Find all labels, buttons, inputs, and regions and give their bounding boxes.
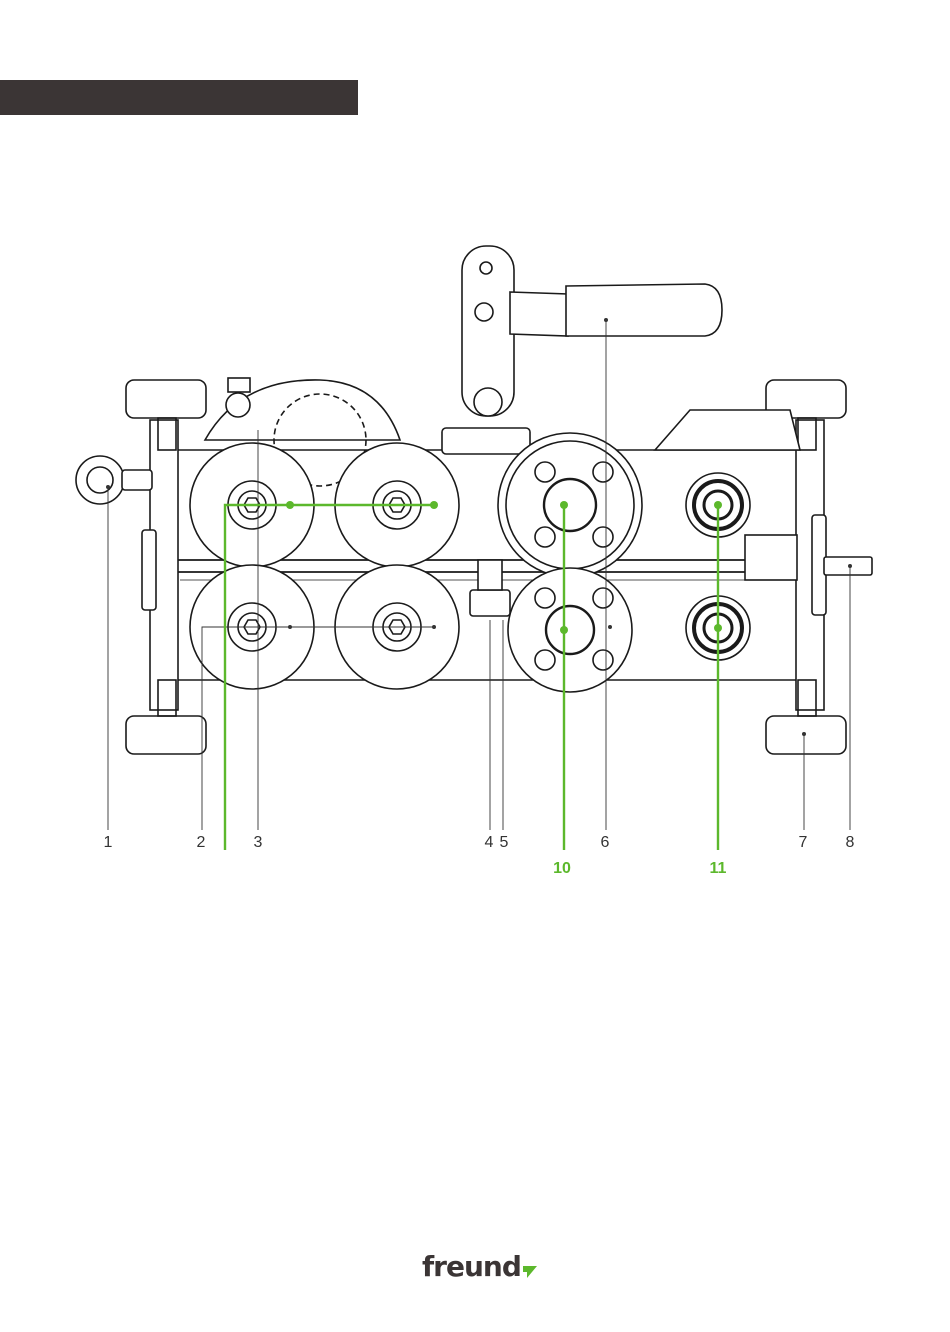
callout-5: 5 <box>500 834 509 852</box>
callout-10: 10 <box>553 860 571 878</box>
freund-logo: freund <box>422 1250 537 1284</box>
callout-7: 7 <box>799 834 808 852</box>
green-flag-icon <box>523 1266 537 1278</box>
callout-3: 3 <box>254 834 263 852</box>
adjust-screw <box>470 590 510 616</box>
callout-6: 6 <box>601 834 610 852</box>
logo-text: freund <box>422 1250 521 1284</box>
callout-8: 8 <box>846 834 855 852</box>
foot-bottom-left <box>126 716 206 754</box>
callout-1: 1 <box>104 834 113 852</box>
drive-wheel-top <box>498 433 642 577</box>
lever-handle <box>566 284 722 336</box>
callout-11: 11 <box>710 860 727 878</box>
callout-2: 2 <box>197 834 206 852</box>
eye-bolt <box>76 456 124 504</box>
foot-top-left <box>126 380 206 418</box>
drive-wheel-bottom <box>508 568 632 692</box>
foot-bottom-right <box>766 716 846 754</box>
callout-4: 4 <box>485 834 494 852</box>
